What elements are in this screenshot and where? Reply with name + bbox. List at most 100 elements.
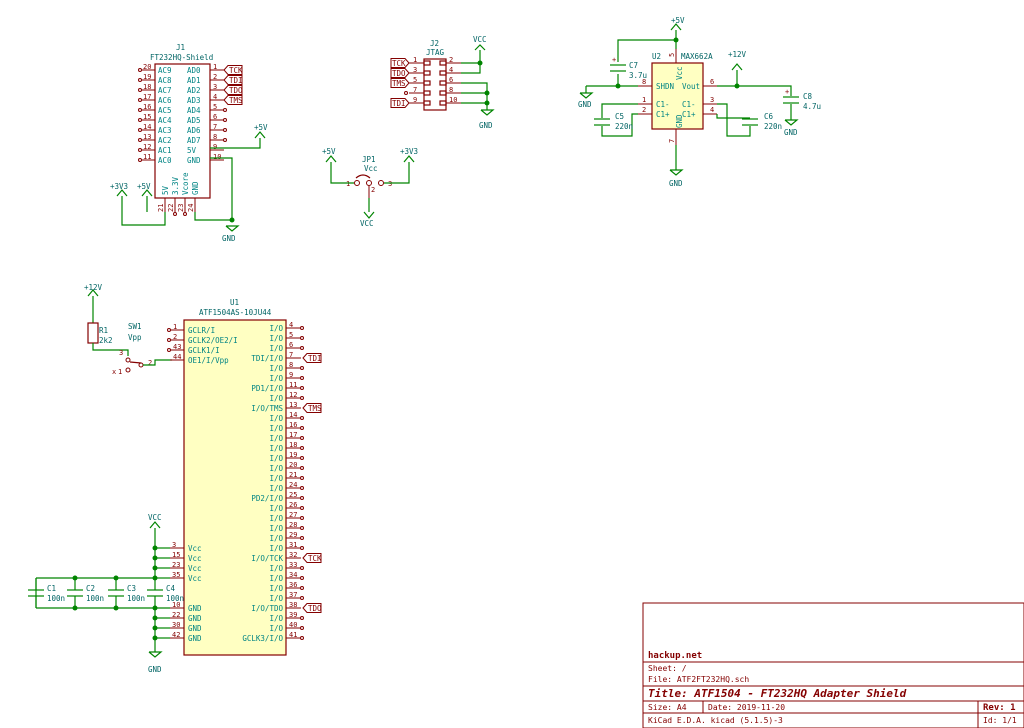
j1-right-pin-nc	[223, 128, 227, 132]
j2-pin-pad	[439, 60, 447, 66]
j1-right-pin-num: 1	[213, 63, 217, 71]
u1-right-pin-num: 13	[289, 401, 297, 409]
j2-left-pin-num: 7	[413, 86, 417, 94]
j1-right-pin-name: AD5	[187, 116, 201, 125]
j2-pin-pad	[439, 90, 447, 96]
j1-label-tck-text: TCK	[229, 66, 243, 75]
j1-label-tms-text: TMS	[229, 96, 243, 105]
u1-right-pin-name: I/O	[269, 564, 283, 573]
u1-right-pin-num: 37	[289, 591, 297, 599]
u1-right-pin-nc	[300, 546, 304, 550]
j1-label-tdi-text: TDI	[229, 76, 243, 85]
j1-pin22-num: 22	[167, 204, 175, 212]
u1-right-pin-name: I/O	[269, 524, 283, 533]
u1-label-tdo: TDO	[302, 603, 322, 613]
svg-text:+: +	[612, 56, 616, 64]
j1-pwr-5v-bottom: +5V	[137, 182, 153, 197]
u1-right-pin-name: I/O	[269, 584, 283, 593]
svg-text:C1-: C1-	[656, 100, 670, 109]
u1-right-pin-num: 28	[289, 521, 297, 529]
tb-rev: Rev: 1	[983, 703, 1016, 713]
u1-right-pin-num: 27	[289, 511, 297, 519]
u1-left-pin-num: 42	[172, 631, 180, 639]
u1-right-pin-nc	[300, 466, 304, 470]
j1-left-pin-name: AC9	[158, 66, 172, 75]
svg-text:R1: R1	[99, 326, 108, 335]
j2-right-pin-num: 6	[449, 76, 453, 84]
j1-right-pin-name: AD6	[187, 126, 201, 135]
j1-left-pin-name: AC8	[158, 76, 172, 85]
svg-text:VCC: VCC	[148, 513, 162, 522]
j1-right-pin-num: 10	[213, 153, 221, 161]
j1-right-pin-name: 5V	[187, 146, 197, 155]
u1-left-pin-name: Vcc	[188, 554, 202, 563]
u1-right-pin-nc	[300, 516, 304, 520]
u1-right-pin-num: 4	[289, 321, 293, 329]
u1-right-pin-num: 17	[289, 431, 297, 439]
j1-left-pin-nc	[138, 158, 142, 162]
j1-pin23-name: Vcore	[181, 172, 190, 195]
u1-right-pin-name: I/O	[269, 474, 283, 483]
svg-text:Vout: Vout	[682, 82, 700, 91]
j1-left-pin-num: 11	[143, 153, 151, 161]
u1-label-tck-text: TCK	[308, 554, 322, 563]
j1-pin21-num: 21	[157, 204, 165, 212]
svg-text:6: 6	[710, 78, 714, 86]
u1-right-pin-num: 34	[289, 571, 297, 579]
j1-left-pin-num: 14	[143, 123, 151, 131]
c5-cap: C5 220n	[594, 112, 633, 131]
u1-left-pin-num: 44	[173, 353, 181, 361]
u1-right-pin-nc	[300, 566, 304, 570]
j1-left-pin-num: 20	[143, 63, 151, 71]
u1-left-pin-name: Vcc	[188, 564, 202, 573]
j1-left-pin-num: 17	[143, 93, 151, 101]
u1-left-pin-num: 1	[173, 323, 177, 331]
j1-left-pin-name: AC3	[158, 126, 172, 135]
svg-text:C1+: C1+	[656, 110, 670, 119]
u1-right-pin-num: 12	[289, 391, 297, 399]
u1-right-pin-nc	[300, 536, 304, 540]
r1-sw1: +12V R1 2k2 SW1 Vpp 3 1 2 x	[84, 283, 172, 376]
c6-cap: C6 220n	[742, 112, 782, 131]
j1-right-pin-num: 5	[213, 103, 217, 111]
j1-left-pin-name: AC6	[158, 96, 172, 105]
j2-pin-pad	[423, 100, 431, 106]
u1-right-pin-num: 39	[289, 611, 297, 619]
u1-left-pin-name: GND	[188, 604, 202, 613]
svg-text:GND: GND	[578, 100, 592, 109]
u1-left-pin-name: GCLK2/OE2/I	[188, 336, 238, 345]
tb-tool: KiCad E.D.A. kicad (5.1.5)-3	[648, 716, 783, 725]
j1-left-pin-name: AC0	[158, 156, 172, 165]
j1-left-pin-nc	[138, 138, 142, 142]
j1-pin22-name: 3.3V	[171, 176, 180, 195]
cap-ref: C2	[86, 584, 95, 593]
svg-text:x: x	[112, 368, 116, 376]
j2-label-tdo: TDO	[390, 68, 410, 78]
svg-text:4.7u: 4.7u	[803, 102, 821, 111]
u1-right-pin-name: I/O	[269, 444, 283, 453]
svg-text:3: 3	[710, 96, 714, 104]
u1-right-pin-name: I/O	[269, 484, 283, 493]
j2-right-pin-num: 10	[449, 96, 457, 104]
u1-right-pin-num: 8	[289, 361, 293, 369]
j1-right-pin-num: 3	[213, 83, 217, 91]
j2-label-tms: TMS	[390, 78, 410, 88]
svg-text:220n: 220n	[764, 122, 782, 131]
svg-text:Vcc: Vcc	[364, 164, 378, 173]
u1-left-pin-name: GCLR/I	[188, 326, 215, 335]
svg-text:C1-: C1-	[682, 100, 696, 109]
j1-right-pin-name: AD1	[187, 76, 201, 85]
j1-left-pin-nc	[138, 128, 142, 132]
j1-pin24-num: 24	[187, 204, 195, 212]
j1-right-pin-num: 6	[213, 113, 217, 121]
svg-text:GND: GND	[675, 114, 684, 128]
u1-right-pin-name: I/O	[269, 464, 283, 473]
svg-text:5: 5	[668, 53, 676, 57]
u1-right-pin-nc	[300, 476, 304, 480]
